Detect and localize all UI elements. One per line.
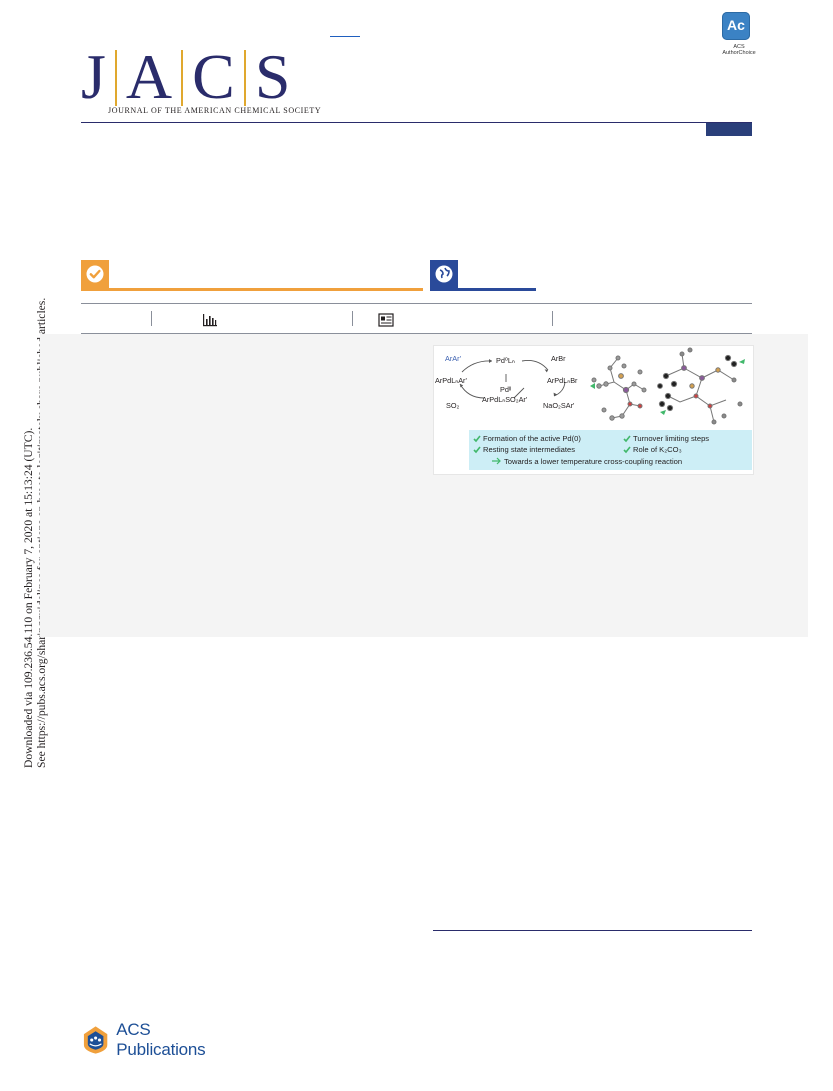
metrics-bar-bottom bbox=[81, 333, 752, 334]
finding-4: Role of K₂CO₃ bbox=[633, 445, 682, 454]
download-note-line1: Downloaded via 109.236.54.110 on Februar… bbox=[22, 427, 35, 768]
logo-letter-j: J bbox=[81, 41, 106, 112]
metrics-separator bbox=[552, 311, 553, 326]
finding-conclusion: Towards a lower temperature cross-coupli… bbox=[504, 457, 682, 466]
publisher-name: ACS Publications bbox=[116, 1020, 206, 1059]
checkmark-icon bbox=[81, 260, 109, 288]
cycle-label-arpdbr: ArPdLₙBr bbox=[547, 376, 578, 385]
article-type-tag bbox=[706, 123, 752, 136]
logo-divider bbox=[181, 50, 184, 106]
logo-divider bbox=[114, 50, 117, 106]
crystal-structure-1 bbox=[591, 355, 647, 421]
header-rule bbox=[81, 122, 752, 124]
download-note: Downloaded via 109.236.54.110 on Februar… bbox=[2, 298, 48, 768]
logo-letter-s: S bbox=[254, 41, 291, 112]
metrics-separator bbox=[352, 311, 353, 326]
cycle-label-nao2sar: NaO₂SAr' bbox=[543, 401, 575, 410]
authorchoice-caption: ACS AuthorChoice bbox=[722, 44, 756, 56]
journal-name: JOURNAL OF THE AMERICAN CHEMICAL SOCIETY bbox=[108, 106, 322, 115]
cycle-label-arpdso2: ArPdLₙSO₂Ar' bbox=[482, 395, 528, 404]
cycle-label-arbr: ArBr bbox=[551, 354, 566, 363]
cycle-label-so2: SO₂ bbox=[446, 401, 460, 410]
logo-letter-a: A bbox=[125, 41, 173, 112]
acs-publications-logo: ACS Publications bbox=[81, 1020, 241, 1059]
metrics-bar-top bbox=[81, 303, 752, 304]
acs-shield-icon bbox=[83, 1026, 108, 1054]
crystal-structure-2 bbox=[657, 347, 743, 425]
cycle-label-pdii: Pdᴵᴵ bbox=[500, 385, 511, 394]
free-access-strip[interactable] bbox=[430, 260, 536, 291]
open-access-strip[interactable] bbox=[81, 260, 423, 291]
metrics-chart-icon[interactable] bbox=[202, 313, 218, 332]
finding-2: Turnover limiting steps bbox=[633, 434, 709, 443]
header-link[interactable] bbox=[330, 20, 360, 37]
finding-3: Resting state intermediates bbox=[483, 445, 575, 454]
logo-letter-c: C bbox=[192, 41, 235, 112]
jacs-logo: J A C S bbox=[81, 41, 291, 112]
authorchoice-badge: Ac bbox=[722, 12, 750, 40]
logo-divider bbox=[243, 50, 246, 106]
cycle-label-arar: ArAr' bbox=[445, 354, 462, 363]
toc-graphic: ArAr' Pd⁰Lₙ ArBr ArPdLₙAr' Pdᴵᴵ ArPdLₙBr… bbox=[433, 345, 754, 475]
metrics-separator bbox=[151, 311, 152, 326]
finding-1: Formation of the active Pd(0) bbox=[483, 434, 581, 443]
column-footer-rule bbox=[433, 930, 752, 932]
article-recommendations-icon[interactable] bbox=[378, 313, 394, 332]
globe-icon bbox=[430, 260, 458, 288]
cycle-label-arpdar: ArPdLₙAr' bbox=[435, 376, 467, 385]
cycle-label-pd0: Pd⁰Lₙ bbox=[496, 356, 515, 365]
